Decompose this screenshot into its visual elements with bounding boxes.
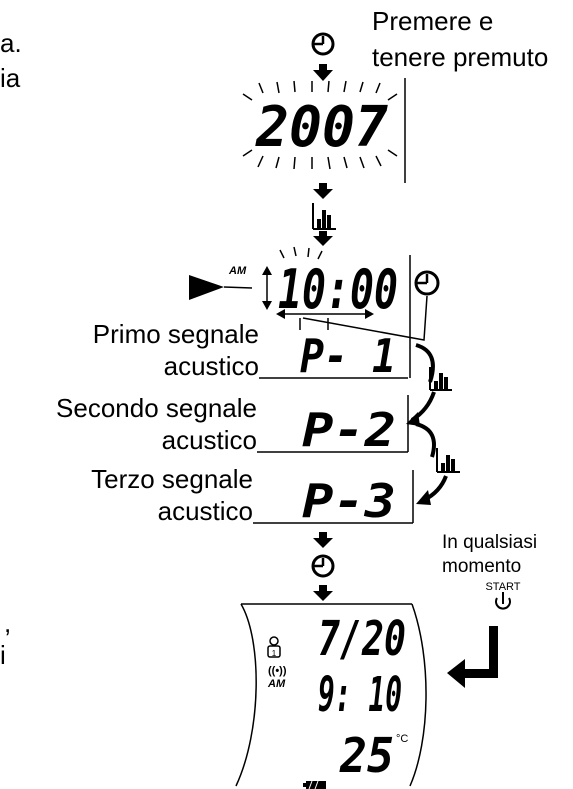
arrow-down-icon [313, 532, 333, 548]
device-meridiem: AM [267, 678, 286, 690]
beep-1-label-line2: acustico [164, 351, 259, 381]
battery-icon [303, 780, 326, 789]
up-down-arrow-icon [262, 266, 272, 310]
person-icon: 1 [267, 636, 281, 658]
time-display: 10:00 [278, 258, 398, 321]
left-fragment-1: a. [0, 28, 22, 58]
arrow-down-icon [313, 64, 333, 81]
hold-instruction-line2: tenere premuto [372, 42, 548, 72]
beep-2-label-line2: acustico [162, 425, 257, 455]
clock-icon [414, 270, 440, 296]
bar-chart-icon [429, 367, 452, 391]
year-display: 2007 [255, 95, 388, 160]
beep-3-display: P-3 [302, 474, 396, 528]
time-meridiem: AM [228, 265, 247, 277]
pointer-triangle-icon [189, 275, 224, 300]
beep-3-label-line1: Terzo segnale [91, 464, 253, 494]
start-power-icon [495, 592, 511, 610]
beep-1-display: P- 1 [300, 329, 396, 383]
pointer-line [223, 286, 253, 289]
device-temperature: 25 [339, 728, 394, 784]
device-date: 7/20 [318, 611, 406, 667]
bar-chart-icon [312, 203, 336, 230]
left-fragment-2: ia [0, 63, 21, 93]
curved-arrow [415, 343, 435, 383]
anytime-line1: In qualsiasi [442, 532, 537, 553]
time-blink-rays [279, 246, 323, 260]
left-fragment-3: , [4, 608, 11, 638]
bar-chart-icon [436, 448, 460, 473]
svg-text:1: 1 [272, 649, 277, 658]
start-label: START [485, 581, 520, 593]
device-screen [235, 603, 427, 787]
anytime-line2: momento [442, 556, 521, 577]
left-fragment-4: i [0, 640, 6, 670]
beep-1-label-line1: Primo segnale [93, 319, 259, 349]
hold-instruction-line1: Premere e [372, 6, 493, 36]
wave-symbol: ((•)) [268, 665, 287, 677]
arrow-down-icon [313, 183, 333, 199]
curved-arrow [415, 422, 436, 458]
clock-icon [311, 554, 335, 578]
connector-line [302, 295, 428, 341]
start-arrow [447, 626, 498, 688]
left-right-arrow-icon [276, 309, 374, 319]
arrow-head [416, 490, 431, 505]
device-time: 9: 10 [318, 667, 402, 723]
beep-2-label-line1: Secondo segnale [56, 393, 257, 423]
beep-2-display: P-2 [302, 403, 396, 457]
year-blink-rays [242, 80, 398, 170]
beep-3-label-line2: acustico [158, 496, 253, 526]
arrow-down-icon [313, 231, 333, 246]
clock-icon [311, 32, 335, 56]
arrow-down-icon [313, 585, 333, 601]
temperature-unit: °C [396, 733, 408, 745]
